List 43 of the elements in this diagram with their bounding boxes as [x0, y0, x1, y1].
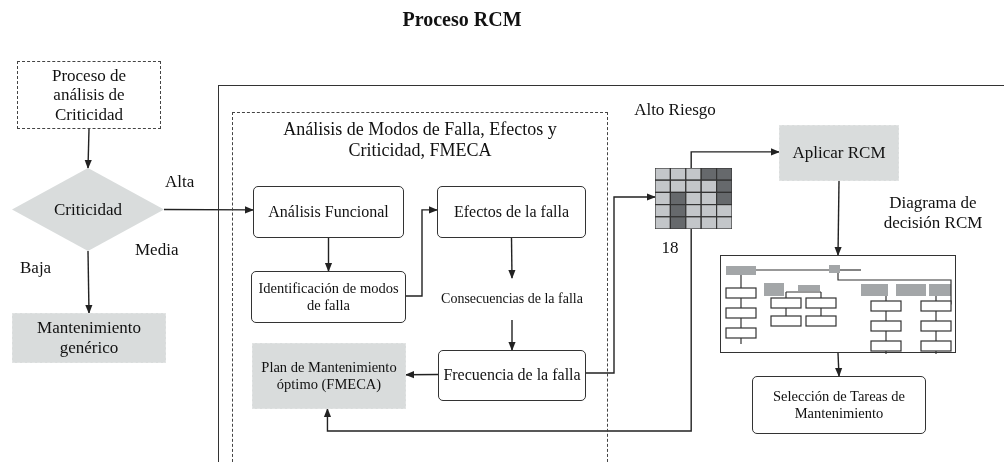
node-label: Criticidad [53, 199, 123, 220]
process-box [253, 186, 404, 238]
arrow [405, 206, 438, 297]
decision-tree-drawing [720, 255, 956, 353]
node-label: Mantenimiento genérico [36, 318, 142, 358]
process-box [779, 125, 899, 181]
arrow [585, 193, 656, 374]
node-label: Efectos de la falla [452, 202, 570, 222]
group-heading: Análisis de Modos de Falla, Efectos y Criticidad, FMECA [282, 118, 558, 161]
arrow [85, 250, 93, 314]
node-label: Plan de Mantenimiento óptimo (FMECA) [260, 359, 398, 393]
frame-box [218, 85, 1004, 462]
process-box [252, 343, 406, 409]
arrow [405, 371, 439, 379]
process-box [437, 186, 586, 238]
node-label: Aplicar RCM [791, 143, 887, 163]
group-box [232, 112, 608, 462]
caption-text: 18 [660, 238, 680, 258]
caption-text: Alto Riesgo [633, 100, 717, 120]
node-label: Proceso de análisis de Criticidad [50, 65, 128, 125]
arrow [835, 352, 843, 377]
diagram-title: Proceso RCM [401, 8, 523, 31]
node-label: Identificación de modos de falla [257, 280, 400, 314]
node-label: Consecuencias de la falla [440, 290, 584, 308]
process-box [17, 61, 161, 129]
branch-label: Diagrama de decisión RCM [882, 193, 984, 233]
process-box [12, 313, 166, 363]
arrow [508, 237, 516, 279]
process-box [251, 271, 406, 323]
arrow [84, 128, 92, 169]
branch-label: Media [135, 240, 179, 260]
node-label: Selección de Tareas de Mantenimiento [772, 388, 906, 422]
process-box [438, 350, 586, 401]
node-label: Análisis Funcional [267, 202, 390, 222]
process-box [752, 376, 926, 434]
arrow [163, 206, 254, 214]
node-label: Frecuencia de la falla [442, 366, 582, 385]
risk-matrix-drawing [655, 168, 732, 229]
arrow [834, 180, 842, 256]
arrow [690, 148, 780, 169]
arrow [508, 319, 516, 351]
arrow [324, 237, 333, 272]
arrow [323, 228, 692, 432]
